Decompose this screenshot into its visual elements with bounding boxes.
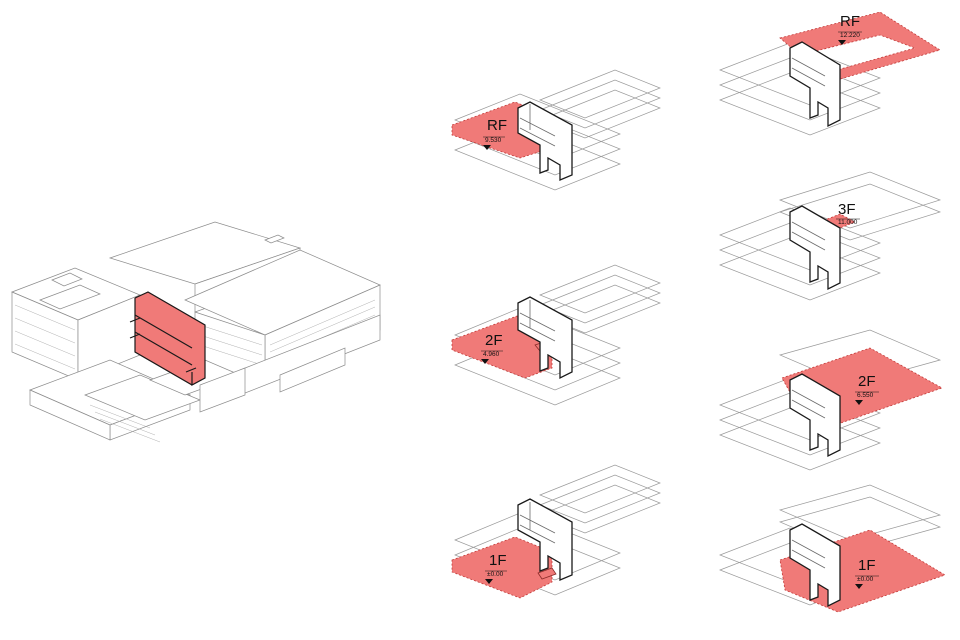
level-marker-icon xyxy=(481,359,489,364)
elevation-label: 4.960 xyxy=(483,351,500,358)
level-label: 3F xyxy=(838,201,856,218)
panel-a-1f: 1F ±0.00 xyxy=(451,464,661,599)
level-marker-icon xyxy=(855,584,863,589)
elevation-label: 9.530 xyxy=(485,137,502,144)
level-label: 1F xyxy=(489,552,507,569)
panel-b-2f: 2F 6.550 xyxy=(719,329,943,471)
level-marker-icon xyxy=(485,579,493,584)
level-label: 2F xyxy=(858,373,876,390)
panel-a-2f: 2F 4.960 xyxy=(451,264,661,406)
elevation-label: 6.550 xyxy=(857,392,874,399)
level-marker-icon xyxy=(838,40,846,45)
elevation-label: ±0.00 xyxy=(857,576,874,583)
level-label: RF xyxy=(487,117,507,134)
floor-plate-highlight xyxy=(779,11,941,83)
level-marker-icon xyxy=(483,145,491,150)
level-marker-icon xyxy=(855,400,863,405)
highlighted-section xyxy=(129,291,206,387)
panel-b-rf: RF 12.220 xyxy=(719,11,941,136)
level-label: 1F xyxy=(858,557,876,574)
level-label: RF xyxy=(840,13,860,30)
level-label: 2F xyxy=(485,332,503,349)
elevation-label: ±0.00 xyxy=(487,571,504,578)
panel-b-1f: 1F ±0.00 xyxy=(719,484,946,613)
panel-b-3f: 3F 11.000 xyxy=(719,171,942,301)
elevation-label: 12.220 xyxy=(840,32,860,39)
elevation-label: 11.000 xyxy=(838,219,858,226)
panel-a-rf: RF 9.530 xyxy=(451,69,661,191)
floor-plate-highlight xyxy=(451,536,553,599)
building-axonometric xyxy=(11,221,381,443)
